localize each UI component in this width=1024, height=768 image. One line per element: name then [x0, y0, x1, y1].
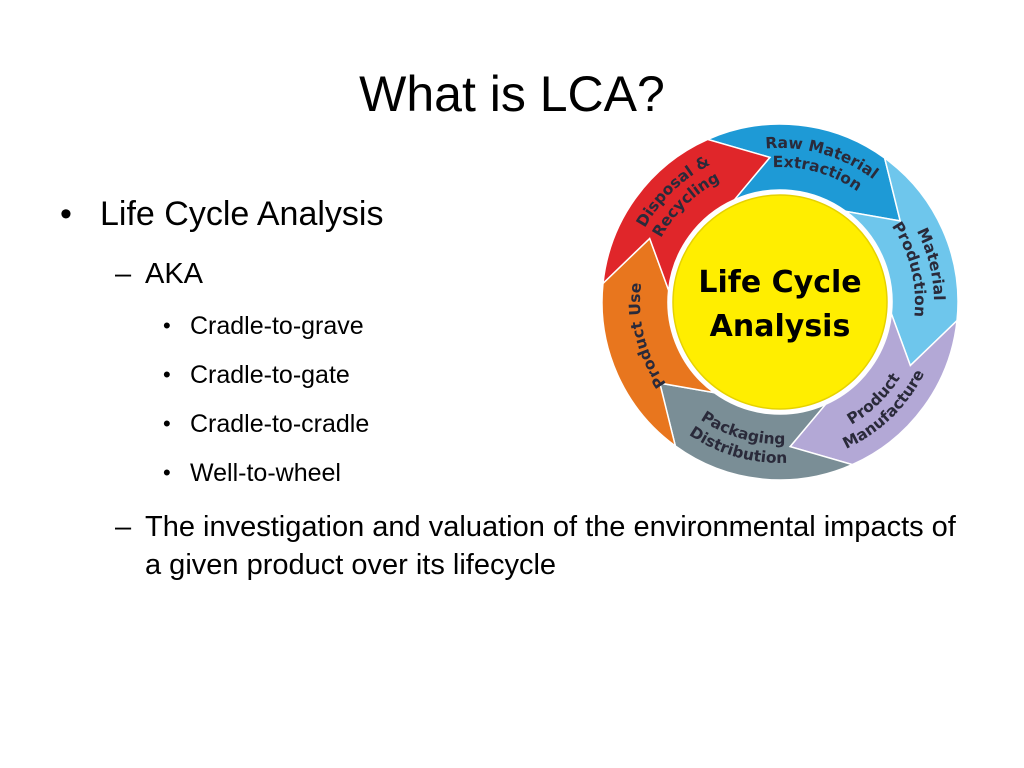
dash-icon: –: [115, 511, 132, 543]
bullet-dot-icon: •: [60, 195, 72, 233]
bullet-dot-icon: •: [163, 313, 171, 338]
bullet-dot-icon: •: [163, 362, 171, 387]
bullet-dot-icon: •: [163, 411, 171, 436]
life-cycle-diagram: Raw MaterialExtractionMaterialProduction…: [601, 123, 959, 481]
diagram-center-line2: Analysis: [710, 309, 851, 344]
bullet-dot-icon: •: [163, 460, 171, 485]
aka-item-text: Well-to-wheel: [190, 459, 341, 487]
diagram-segment: [602, 138, 772, 291]
sub-bullet-text: AKA: [145, 258, 204, 290]
aka-item-text: Cradle-to-grave: [190, 312, 364, 340]
definition-text: The investigation and valuation of the e…: [145, 511, 956, 581]
aka-item-text: Cradle-to-cradle: [190, 410, 370, 438]
slide-title: What is LCA?: [359, 66, 665, 122]
dash-icon: –: [115, 258, 132, 290]
bullet-text: Life Cycle Analysis: [100, 195, 384, 233]
diagram-center-circle: [672, 194, 888, 410]
aka-item-text: Cradle-to-gate: [190, 361, 350, 389]
diagram-center-line1: Life Cycle: [698, 265, 861, 300]
diagram-segments: Raw MaterialExtractionMaterialProduction…: [601, 123, 959, 481]
